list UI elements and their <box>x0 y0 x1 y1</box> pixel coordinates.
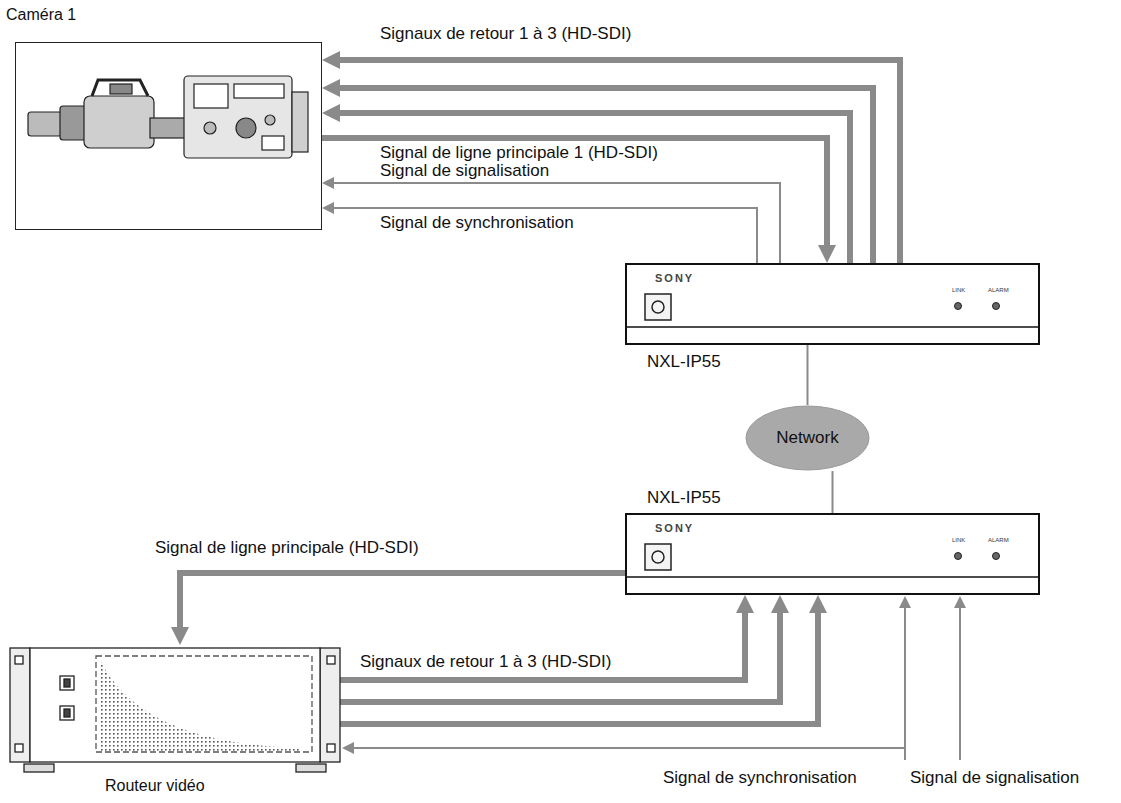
brand-logo: SONY <box>655 272 694 285</box>
camera-illustration <box>28 76 308 158</box>
video-signal-arrow <box>340 60 900 263</box>
control-signal-line <box>334 183 780 263</box>
router-box: Routeur vidéo <box>10 645 340 771</box>
video-signal-arrow <box>340 613 780 702</box>
signal-wire <box>354 608 960 760</box>
router-illustration <box>10 648 340 772</box>
led-label: ALARM <box>988 287 1009 294</box>
signal-label: Signal de synchronisation <box>380 213 574 233</box>
control-signal-line <box>832 471 834 513</box>
video-signal-arrow <box>180 573 625 627</box>
led-label: LINK <box>952 537 965 544</box>
led-label: ALARM <box>988 537 1009 544</box>
signal-label: Signal de ligne principale (HD-SDI) <box>155 538 419 558</box>
signal-label: Signaux de retour 1 à 3 (HD-SDI) <box>380 24 631 44</box>
control-signal-line <box>807 345 809 405</box>
brand-logo: SONY <box>655 522 694 535</box>
signal-label: Signal de signalisation <box>910 768 1079 788</box>
video-signal-arrow <box>340 613 818 724</box>
control-signal-line <box>334 208 757 263</box>
ellipse-shape <box>746 406 869 470</box>
led-label: LINK <box>952 287 965 294</box>
signal-label: Signal de ligne principale 1 (HD-SDI) <box>380 143 658 163</box>
device-illustration <box>626 544 1039 577</box>
video-signal-arrow <box>340 613 745 680</box>
device-name: Routeur vidéo <box>105 777 205 795</box>
device-box: NXL-IP55SONYLINKALARM <box>625 513 1040 595</box>
signal-label: Signal de synchronisation <box>663 768 857 788</box>
video-signal-arrow <box>340 88 873 263</box>
node-title: Network <box>776 428 838 448</box>
device-name: NXL-IP55 <box>647 352 721 372</box>
video-signal-arrow <box>322 138 827 245</box>
device-box: SONYLINKALARMNXL-IP55 <box>625 263 1040 345</box>
device-name: NXL-IP55 <box>647 488 721 508</box>
network-cloud: Network <box>745 405 870 471</box>
signal-label: Signal de signalisation <box>380 161 549 181</box>
signal-label: Signaux de retour 1 à 3 (HD-SDI) <box>360 652 611 672</box>
device-illustration <box>626 294 1039 327</box>
node-heading: Caméra 1 <box>6 6 76 24</box>
camera-box: Caméra 1 <box>15 42 322 230</box>
